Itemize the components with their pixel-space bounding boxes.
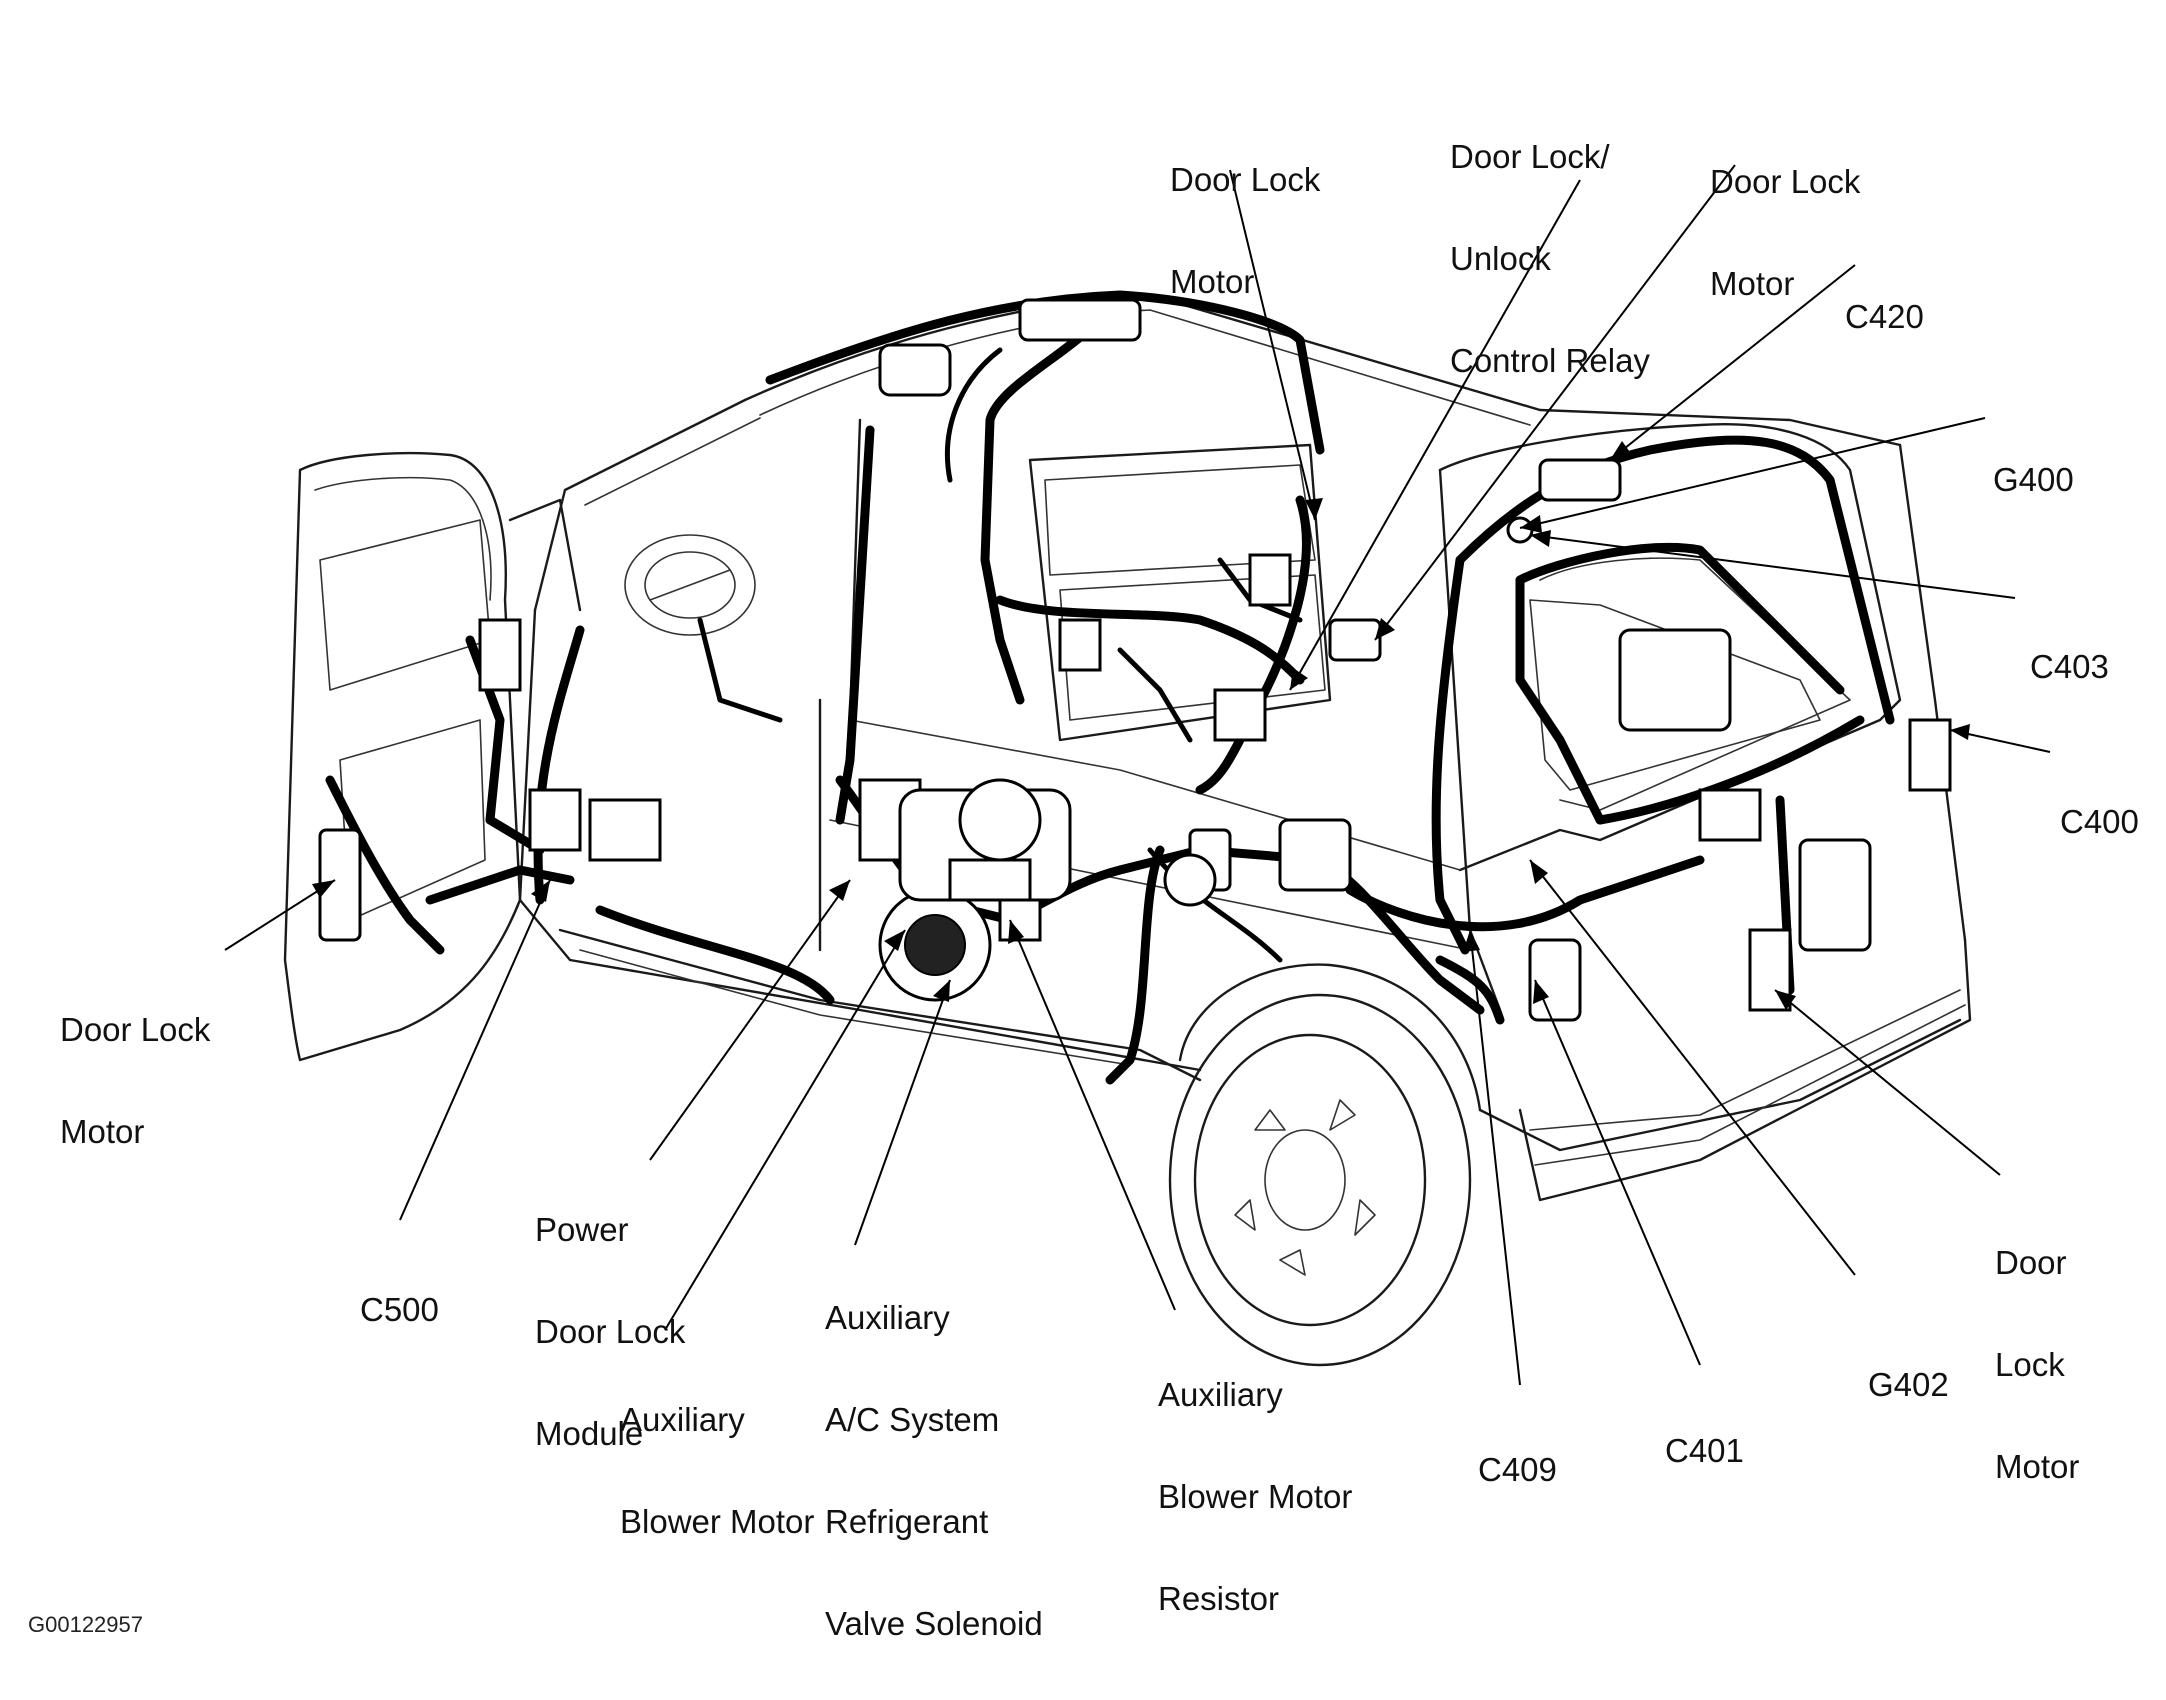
overhead-console (1018, 298, 1142, 342)
liftgate-latch-area (1618, 628, 1732, 732)
label-aux-blower-motor: Auxiliary Blower Motor (620, 1335, 814, 1573)
label-c400: C400 (2060, 737, 2139, 873)
label-aux-blower-motor-resistor: Auxiliary Blower Motor Resistor (1158, 1310, 1352, 1650)
figure-code: G00122957 (28, 1612, 143, 1637)
label-line: Lock (1995, 1346, 2065, 1383)
front-door-switch (478, 618, 522, 692)
center-connector-block (1278, 818, 1352, 892)
label-line: Blower Motor (1158, 1478, 1353, 1515)
label-door-lock-unlock-control-relay: Door Lock/ Unlock Control Relay (1450, 72, 1650, 412)
sliding-door-switch (1058, 618, 1102, 672)
label-line: Auxiliary (825, 1299, 950, 1336)
label-line: A/C System (825, 1401, 1000, 1438)
label-line: Motor (1995, 1448, 2080, 1485)
label-g400: G400 (1993, 395, 2074, 531)
label-line: Power (535, 1211, 629, 1248)
c401-connector (1528, 938, 1582, 1022)
label-line: C500 (360, 1291, 439, 1328)
aux-ac-valve-solenoid-component (948, 858, 1032, 902)
label-line: C401 (1665, 1432, 1744, 1469)
rear-connector-block (1698, 788, 1762, 842)
label-line: C420 (1845, 298, 1924, 335)
label-aux-ac-refrigerant-valve-solenoid: Auxiliary A/C System Refrigerant Valve S… (825, 1233, 1043, 1675)
label-line: Control Relay (1450, 342, 1650, 379)
label-line: Unlock (1450, 240, 1551, 277)
c500-connector (528, 788, 582, 852)
rear-vent (1163, 853, 1217, 907)
label-line: C403 (2030, 648, 2109, 685)
label-line: Auxiliary (620, 1401, 745, 1438)
label-line: Valve Solenoid (825, 1605, 1043, 1642)
label-line: Refrigerant (825, 1503, 989, 1540)
sliding-door-connector (1248, 553, 1292, 607)
label-line: Door Lock (60, 1011, 211, 1048)
g400-ground (1506, 516, 1534, 544)
label-line: Auxiliary (1158, 1376, 1283, 1413)
c400-connector (1908, 718, 1952, 792)
label-line: Motor (1710, 265, 1795, 302)
label-line: C400 (2060, 803, 2139, 840)
label-g402: G402 (1868, 1300, 1949, 1436)
components (318, 298, 1952, 1022)
vehicle-body (283, 293, 1972, 1367)
label-line: Door Lock/ (1450, 138, 1610, 175)
label-door-lock-motor-top: Door Lock Motor (1170, 95, 1320, 333)
label-c409: C409 (1478, 1385, 1557, 1521)
label-line: Door Lock (1170, 161, 1321, 198)
label-line: G402 (1868, 1366, 1949, 1403)
label-line: Motor (60, 1113, 145, 1150)
leader-lines (224, 164, 2051, 1386)
label-c403: C403 (2030, 582, 2109, 718)
label-line: Motor (1170, 263, 1255, 300)
label-line: C409 (1478, 1451, 1557, 1488)
label-door-lock-motor-left: Door Lock Motor (60, 945, 210, 1183)
label-line: Module (535, 1415, 644, 1452)
label-door-lock-motor-top-right: Door Lock Motor (1710, 97, 1860, 335)
label-line: Door (1995, 1244, 2067, 1281)
label-line: Resistor (1158, 1580, 1280, 1617)
sliding-door-lock-motor-component (1213, 688, 1267, 742)
c420-connector (1538, 458, 1622, 502)
label-line: G400 (1993, 461, 2074, 498)
label-line: Blower Motor (620, 1503, 815, 1540)
front-door-connector-block (588, 798, 662, 862)
dome-light (878, 343, 952, 397)
label-line: Door Lock (535, 1313, 686, 1350)
door-lock-relay-component (1328, 618, 1382, 662)
label-line: Door Lock (1710, 163, 1861, 200)
label-c420: C420 (1845, 232, 1924, 368)
label-c401: C401 (1665, 1366, 1744, 1502)
label-c500: C500 (360, 1225, 439, 1361)
label-power-door-lock-module: Power Door Lock Module (535, 1145, 685, 1485)
label-door-lock-motor-rear: Door Lock Motor (1995, 1178, 2079, 1518)
rear-junction-box (1798, 838, 1872, 952)
